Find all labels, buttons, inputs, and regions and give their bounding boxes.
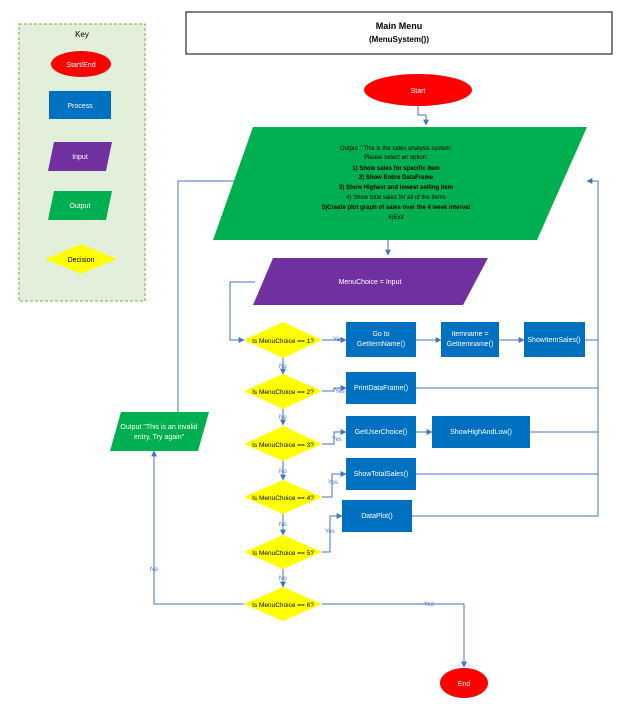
- decision-node-1: Is MenuChoice == 1?: [244, 322, 322, 358]
- title-line1: Main Menu: [376, 21, 423, 31]
- no-label-4: No: [279, 522, 287, 528]
- end-node: End: [440, 668, 488, 698]
- key-decision-label: Decision: [68, 257, 95, 264]
- key-output-label: Output: [69, 203, 90, 210]
- title-box: Main Menu (MenuSystem()): [185, 11, 613, 55]
- menu-option-2: 2) Show Entire DataFrame: [359, 175, 434, 181]
- process-itemname: Itemname = Getitemname(): [441, 322, 499, 357]
- decision-node-4: Is MenuChoice == 4?: [244, 480, 322, 514]
- decision-node-2: Is MenuChoice == 2?: [244, 374, 322, 409]
- no-label-5: No: [279, 576, 287, 582]
- start-node: Start: [364, 74, 472, 106]
- key-heading: Key: [75, 30, 89, 39]
- decision-node-6: Is MenuChoice == 6?: [244, 587, 322, 621]
- menu-option-4: 4) Show total sales for all of the items: [346, 195, 446, 201]
- get-user-choice-label: GetUserChoice(): [355, 429, 408, 436]
- menu-intro-1: Output " This is the sales analysis syst…: [340, 146, 452, 152]
- invalid-line1: Output "This is an invalid: [120, 424, 197, 431]
- menu-option-5: 5)Create plot graph of sales over the 4 …: [322, 205, 471, 211]
- menu-intro-2: Please select an option:: [364, 155, 428, 161]
- decision-label-4: Is MenuChoice == 4?: [252, 495, 314, 502]
- key-input-label: Input: [72, 154, 88, 161]
- process-show-total-sales: ShowTotalSales(): [346, 458, 416, 490]
- invalid-line2: entry, Try again": [134, 434, 185, 441]
- key-output-shape: [48, 191, 112, 220]
- decision-node-3: Is MenuChoice == 3?: [244, 426, 322, 461]
- no-label-2: No: [279, 415, 287, 421]
- decision-label-3: Is MenuChoice == 3?: [252, 442, 314, 449]
- itemname-line1: Itemname =: [451, 331, 488, 338]
- yes-label-6: Yes: [424, 602, 434, 608]
- process-goto-getitemname: Go to GetItemName(): [346, 322, 416, 357]
- process-show-item-sales: ShowItemSales(): [524, 322, 585, 357]
- menu-output-node: Output " This is the sales analysis syst…: [213, 127, 587, 240]
- yes-label-4: Yes: [328, 480, 338, 486]
- decision-node-5: Is MenuChoice == 5?: [244, 535, 322, 569]
- end-label: End: [458, 681, 471, 688]
- key-terminal-shape: [51, 51, 111, 77]
- key-panel: Key Start/End Process Input Output Decis…: [18, 23, 146, 302]
- no-label-1: No: [279, 364, 287, 370]
- key-process-label: Process: [67, 103, 93, 110]
- connectors: [151, 105, 599, 668]
- menu-option-3: 3) Show Highest and lowest selling item: [339, 185, 453, 191]
- invalid-output-node: Output "This is an invalid entry, Try ag…: [110, 412, 209, 451]
- print-dataframe-label: PrintDataFrame(): [354, 385, 408, 392]
- process-print-dataframe: PrintDataFrame(): [346, 372, 416, 404]
- goto-line1: Go to: [372, 331, 389, 338]
- yes-label-5: Yes: [325, 529, 335, 535]
- start-label: Start: [411, 88, 426, 95]
- key-input-shape: [48, 142, 112, 171]
- menu-input-label: MenuChoice = Input: [339, 279, 402, 286]
- itemname-line2: Getitemname(): [447, 341, 494, 348]
- data-plot-label: DataPlot(): [361, 513, 393, 520]
- title-line2: (MenuSystem()): [369, 35, 429, 44]
- no-label-6: No: [150, 567, 158, 573]
- menu-option-6: 6)Exit: [388, 215, 404, 221]
- menu-option-1: 1) Show sales for specific item: [352, 166, 439, 172]
- process-get-user-choice: GetUserChoice(): [346, 416, 416, 448]
- decision-label-5: Is MenuChoice == 5?: [252, 550, 314, 557]
- goto-line2: GetItemName(): [357, 341, 405, 348]
- edge-labels: Yes Yes Yes Yes Yes Yes No No No No No N…: [150, 337, 434, 608]
- key-decision-shape: [45, 244, 117, 274]
- decision-label-1: Is MenuChoice == 1?: [252, 338, 314, 345]
- show-high-low-label: ShowHighAndLow(): [450, 429, 512, 436]
- no-label-3: No: [279, 469, 287, 475]
- yes-label-1: Yes: [333, 337, 343, 343]
- decision-label-6: Is MenuChoice == 6?: [252, 602, 314, 609]
- show-total-sales-label: ShowTotalSales(): [354, 471, 408, 478]
- yes-label-2: Yes: [335, 389, 345, 395]
- process-data-plot: DataPlot(): [342, 500, 412, 532]
- show-item-sales-label: ShowItemSales(): [527, 337, 580, 344]
- process-show-high-low: ShowHighAndLow(): [432, 416, 530, 448]
- key-start-end-label: Start/End: [66, 62, 95, 69]
- menu-input-node: MenuChoice = Input: [253, 258, 488, 305]
- key-process-shape: [49, 91, 111, 119]
- decision-label-2: Is MenuChoice == 2?: [252, 389, 314, 396]
- yes-label-3: Yes: [332, 437, 342, 443]
